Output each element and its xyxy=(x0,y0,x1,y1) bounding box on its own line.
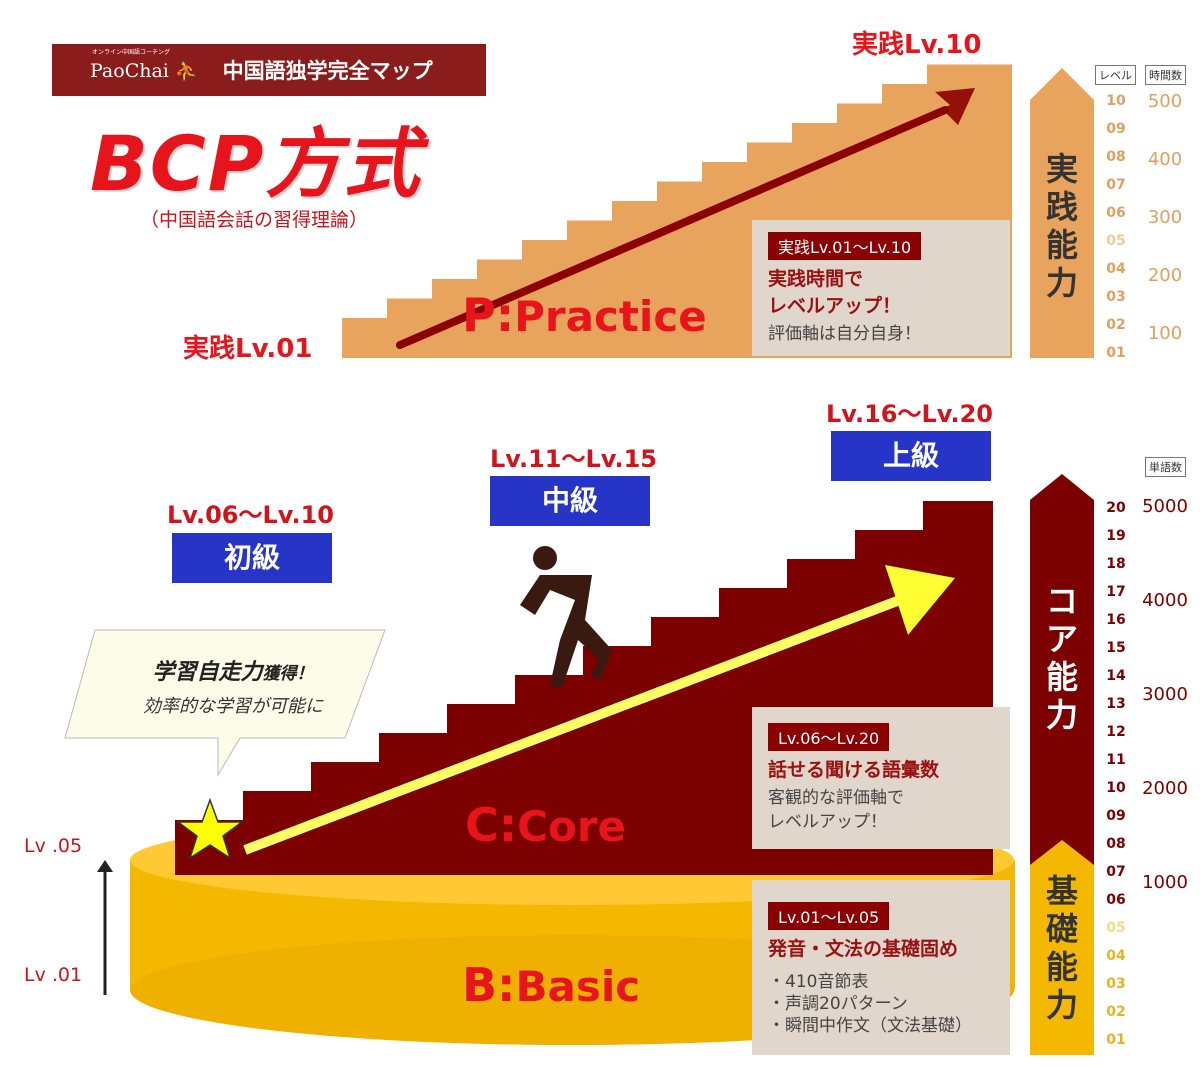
logo-tagline: オンライン中国語コーチング xyxy=(92,48,171,56)
core-words-tick: 4000 xyxy=(1142,590,1188,611)
practice-level-tick: 01 xyxy=(1106,345,1126,361)
stage-range-beginner: Lv.06〜Lv.10 xyxy=(167,501,334,529)
core-scale-label: コア能力 xyxy=(1045,582,1078,734)
practice-level-tick: 09 xyxy=(1106,121,1126,137)
practice-level-tick: 04 xyxy=(1106,261,1126,277)
stage-range-intermediate: Lv.11〜Lv.15 xyxy=(490,445,657,473)
practice-card-heading: 実践時間で レベルアップ！ xyxy=(768,268,902,317)
core-level-tick: 19 xyxy=(1106,528,1126,544)
core-level-tick: 20 xyxy=(1106,500,1126,516)
practice-scale-bar xyxy=(1030,68,1094,358)
list-item: ・瞬間中作文（文法基礎） xyxy=(768,1016,972,1036)
core-level-tick: 15 xyxy=(1106,640,1126,656)
core-card-tag: Lv.06〜Lv.20 xyxy=(768,723,890,751)
core-words-tick: 5000 xyxy=(1142,496,1188,517)
basic-name: B:Basic xyxy=(462,958,641,1012)
level-arrow-head xyxy=(97,860,113,872)
basic-card-tag: Lv.01〜Lv.05 xyxy=(768,902,890,930)
core-words-tick: 1000 xyxy=(1142,872,1188,893)
stage-badge-beginner: 初級 xyxy=(172,533,332,583)
core-level-tick: 07 xyxy=(1106,864,1126,880)
core-card-text: 客観的な評価軸で レベルアップ！ xyxy=(768,788,904,832)
core-level-tick: 06 xyxy=(1106,892,1126,908)
stage-range-advanced: Lv.16〜Lv.20 xyxy=(826,400,993,428)
core-level-tick: 11 xyxy=(1106,752,1126,768)
core-level-tick: 08 xyxy=(1106,836,1126,852)
core-level-tick: 10 xyxy=(1106,780,1126,796)
practice-scale-label: 実践能力 xyxy=(1045,150,1078,302)
basic-card: Lv.01〜Lv.05 発音・文法の基礎固め ・410音節表 ・声調20パターン… xyxy=(752,880,1010,1055)
core-arrow-shaft xyxy=(243,593,907,855)
basic-level-tick: 05 xyxy=(1106,920,1126,936)
practice-name: P:Practice xyxy=(462,288,707,342)
basic-scale-label: 基礎能力 xyxy=(1045,872,1078,1024)
practice-hours-tick: 400 xyxy=(1147,149,1183,170)
runner-icon-body xyxy=(520,575,612,688)
star-icon xyxy=(175,797,245,860)
basic-scale-bar xyxy=(1030,840,1094,1055)
practice-hours-tick: 200 xyxy=(1147,265,1183,286)
page-subtitle: （中国語会話の習得理論） xyxy=(140,209,369,231)
basic-level-tick: 04 xyxy=(1106,948,1126,964)
practice-level-tick: 05 xyxy=(1106,233,1126,249)
logo-text: PaoChai xyxy=(90,59,169,82)
basic-level-tick: 03 xyxy=(1106,976,1126,992)
basic-level-tick: 02 xyxy=(1106,1004,1126,1020)
practice-level-tick: 07 xyxy=(1106,177,1126,193)
core-level-tick: 16 xyxy=(1106,612,1126,628)
level-header: レベル xyxy=(1095,65,1136,85)
practice-level-tick: 06 xyxy=(1106,205,1126,221)
basic-card-heading: 発音・文法の基礎固め xyxy=(768,938,959,960)
words-header: 単語数 xyxy=(1145,457,1186,477)
practice-hours-tick: 500 xyxy=(1147,91,1183,112)
core-card: Lv.06〜Lv.20 話せる聞ける語彙数 客観的な評価軸で レベルアップ！ xyxy=(752,707,1010,849)
practice-start-label: 実践Lv.01 xyxy=(183,334,313,364)
practice-level-tick: 02 xyxy=(1106,317,1126,333)
stage-badge-advanced: 上級 xyxy=(831,431,991,481)
practice-end-label: 実践Lv.10 xyxy=(852,30,982,60)
practice-card-tag: 実践Lv.01〜Lv.10 xyxy=(768,232,922,260)
core-level-tick: 12 xyxy=(1106,724,1126,740)
core-level-tick: 17 xyxy=(1106,584,1126,600)
practice-level-tick: 10 xyxy=(1106,93,1126,109)
basic-level-tick: 01 xyxy=(1106,1032,1126,1048)
core-card-heading: 話せる聞ける語彙数 xyxy=(768,759,940,781)
core-level-tick: 18 xyxy=(1106,556,1126,572)
stage-badge-intermediate: 中級 xyxy=(490,476,650,526)
basic-lv-bottom: Lv .01 xyxy=(24,964,83,986)
core-name: C:Core xyxy=(465,798,627,852)
page-title: BCP方式 xyxy=(90,119,422,208)
core-scale-bar xyxy=(1030,474,1094,868)
core-level-tick: 09 xyxy=(1106,808,1126,824)
practice-card-text: 評価軸は自分自身！ xyxy=(768,324,921,344)
runner-icon xyxy=(533,546,557,570)
banner-title: 中国語独学完全マップ xyxy=(222,59,433,83)
list-item: ・410音節表 xyxy=(768,972,869,992)
practice-level-tick: 08 xyxy=(1106,149,1126,165)
core-words-tick: 3000 xyxy=(1142,684,1188,705)
speech-bubble xyxy=(64,629,386,777)
core-level-tick: 13 xyxy=(1106,696,1126,712)
practice-arrow-shaft xyxy=(396,106,949,349)
practice-level-tick: 03 xyxy=(1106,289,1126,305)
basic-lv-top: Lv .05 xyxy=(24,835,83,857)
hours-header: 時間数 xyxy=(1145,65,1186,85)
core-arrow-head xyxy=(885,565,955,635)
core-level-tick: 14 xyxy=(1106,668,1126,684)
practice-hours-tick: 100 xyxy=(1147,323,1183,344)
core-words-tick: 2000 xyxy=(1142,778,1188,799)
speech-bubble-text: 学習自走力獲得！ 効率的な学習が可能に xyxy=(143,660,323,717)
list-item: ・声調20パターン xyxy=(768,994,908,1014)
practice-hours-tick: 300 xyxy=(1147,207,1183,228)
practice-card: 実践Lv.01〜Lv.10 実践時間で レベルアップ！ 評価軸は自分自身！ xyxy=(752,220,1010,356)
basic-card-list: ・410音節表 ・声調20パターン ・瞬間中作文（文法基礎） xyxy=(768,971,1010,1037)
